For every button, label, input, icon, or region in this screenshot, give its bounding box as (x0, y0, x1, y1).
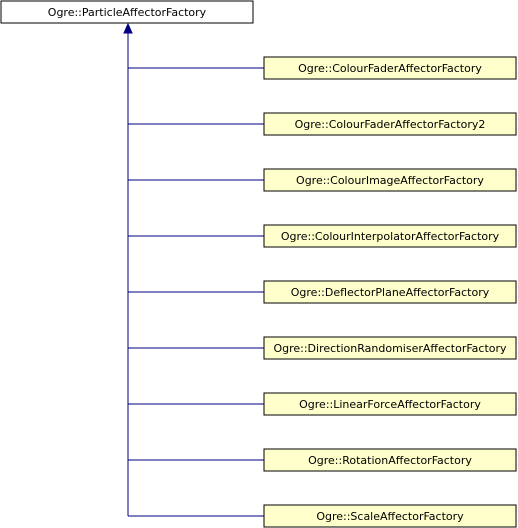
derived-class-label: Ogre::ColourImageAffectorFactory (296, 174, 484, 187)
derived-class-box (263, 280, 517, 304)
derived-class-box (263, 336, 517, 360)
derived-class-box (263, 504, 517, 528)
derived-class-node[interactable]: Ogre::RotationAffectorFactory (263, 448, 517, 472)
derived-class-label: Ogre::RotationAffectorFactory (308, 454, 472, 467)
derived-class-box (263, 168, 517, 192)
derived-class-node[interactable]: Ogre::ColourInterpolatorAffectorFactory (263, 224, 517, 248)
inheritance-edges (123, 22, 264, 517)
derived-class-box (263, 392, 517, 416)
derived-class-node[interactable]: Ogre::DirectionRandomiserAffectorFactory (263, 336, 517, 360)
derived-class-label: Ogre::ColourInterpolatorAffectorFactory (281, 230, 500, 243)
derived-class-label: Ogre::DirectionRandomiserAffectorFactory (273, 342, 507, 355)
derived-class-label: Ogre::ColourFaderAffectorFactory (298, 62, 482, 75)
derived-class-node[interactable]: Ogre::ColourImageAffectorFactory (263, 168, 517, 192)
derived-class-node[interactable]: Ogre::ColourFaderAffectorFactory2 (263, 112, 517, 136)
derived-class-node[interactable]: Ogre::ColourFaderAffectorFactory (263, 56, 517, 80)
derived-class-label: Ogre::LinearForceAffectorFactory (299, 398, 481, 411)
derived-class-box (263, 56, 517, 80)
derived-class-box (263, 448, 517, 472)
base-class-label: Ogre::ParticleAffectorFactory (48, 6, 207, 19)
derived-class-node[interactable]: Ogre::DeflectorPlaneAffectorFactory (263, 280, 517, 304)
derived-class-label: Ogre::ScaleAffectorFactory (316, 510, 464, 523)
base-class-box (0, 0, 254, 24)
derived-class-nodes: Ogre::ColourFaderAffectorFactoryOgre::Co… (263, 56, 517, 528)
derived-class-box (263, 112, 517, 136)
derived-class-label: Ogre::ColourFaderAffectorFactory2 (295, 118, 486, 131)
derived-class-node[interactable]: Ogre::LinearForceAffectorFactory (263, 392, 517, 416)
base-class-node[interactable]: Ogre::ParticleAffectorFactory (0, 0, 254, 24)
derived-class-node[interactable]: Ogre::ScaleAffectorFactory (263, 504, 517, 528)
derived-class-label: Ogre::DeflectorPlaneAffectorFactory (291, 286, 490, 299)
inheritance-arrowhead (123, 22, 133, 34)
derived-class-box (263, 224, 517, 248)
